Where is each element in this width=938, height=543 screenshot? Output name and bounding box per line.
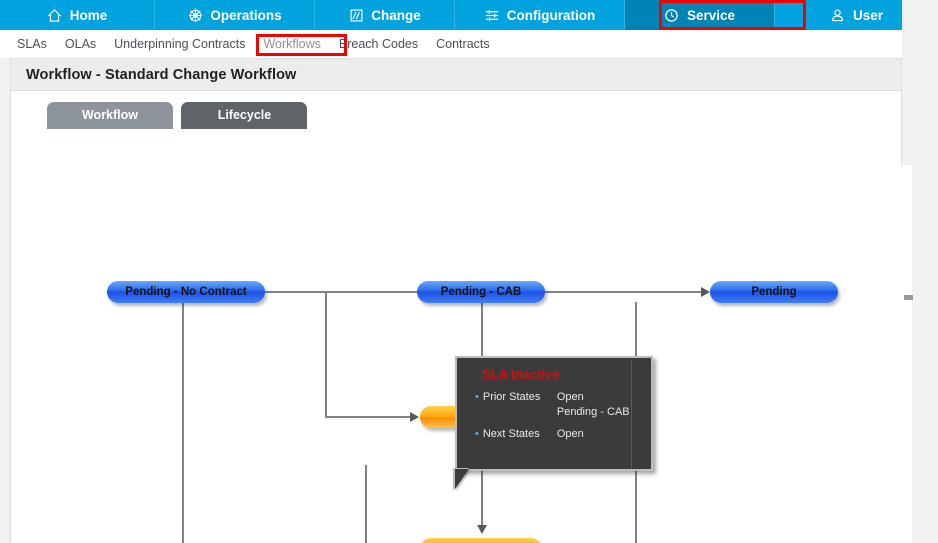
panel-header: Workflow - Standard Change Workflow [11,59,901,91]
tooltip-label-prior-states: Prior States [482,391,541,403]
workflow-node-pending-cab[interactable]: Pending - CAB [417,281,545,303]
nav-label-home: Home [69,7,108,23]
connector-pnc-to-split [265,291,417,293]
subnav-item-contracts[interactable]: Contracts [436,37,490,51]
tooltip-value: Open [556,391,584,403]
tab-workflow[interactable]: Workflow [47,102,173,129]
tooltip-inner-divider [631,360,632,469]
workflow-node-on-hold[interactable]: On Hold [420,538,542,543]
left-gutter [0,58,10,543]
nav-label-change: Change [371,7,421,23]
tooltip-tail [455,469,469,489]
nav-label-user: User [852,7,884,23]
tooltip-row-gap [475,420,651,427]
subnav-item-breach-codes[interactable]: Breach Codes [338,37,419,51]
tooltip-label-next-states: Next States [482,428,540,440]
nav-item-service[interactable]: Service [625,0,775,30]
main-navigation-bar: Home Operations Change [0,0,938,30]
connector-cab-down [481,302,483,397]
connector-split-to-open [325,416,411,418]
tab-lifecycle[interactable]: Lifecycle [181,102,308,129]
nav-item-operations[interactable]: Operations [155,0,315,30]
home-icon [47,7,63,23]
nav-item-user[interactable]: User [775,0,938,30]
workflow-node-pending[interactable]: Pending [710,281,838,303]
nav-label-operations: Operations [210,7,282,23]
nav-item-configuration[interactable]: Configuration [455,0,625,30]
arrowhead-to-pending [701,287,710,297]
workflow-node-pending-no-contract[interactable]: Pending - No Contract [107,281,265,303]
tooltip-row-next-states: • Next States Open [475,427,651,442]
tooltip-values-prior-states: Open Pending - CAB [557,390,630,420]
connector-pnc-down [182,302,184,543]
bullet-icon: • [475,428,479,440]
state-tooltip: SLA Inactive • Prior States Open Pending… [453,356,653,491]
clock-icon [664,7,680,23]
tooltip-title: SLA Inactive [482,367,560,382]
nav-item-change[interactable]: Change [315,0,455,30]
node-label: Pending - No Contract [125,286,247,298]
nav-item-home[interactable]: Home [0,0,155,30]
person-icon [830,7,846,23]
connector-cab-to-pending [545,291,703,293]
bullet-icon: • [475,391,479,403]
sub-navigation-bar: SLAs OLAs Underpinning Contracts Workflo… [0,30,938,58]
nav-label-service: Service [686,7,736,23]
subnav-item-underpinning-contracts[interactable]: Underpinning Contracts [114,37,246,51]
arrowhead-to-onhold [477,525,487,534]
node-label: Pending [751,286,797,298]
tooltip-values-next-states: Open [557,427,584,442]
tooltip-body: • Prior States Open Pending - CAB • Next… [457,382,651,442]
vertical-scrollbar-thumb[interactable] [904,295,913,300]
connector-left-branch [365,465,367,543]
subnav-item-slas[interactable]: SLAs [17,37,47,51]
tab-bar: Workflow Lifecycle [11,102,901,129]
connector-split-down [325,291,327,417]
tooltip-value: Open [556,428,584,440]
wheel-icon [187,7,203,23]
subnav-item-workflows[interactable]: Workflows [263,37,321,51]
tooltip-row-prior-states: • Prior States Open Pending - CAB [475,390,651,420]
connector-open-down [481,428,483,526]
node-label: Pending - CAB [440,286,522,298]
subnav-item-olas[interactable]: OLAs [64,37,97,51]
arrowhead-to-open [410,412,419,422]
page-title: Workflow - Standard Change Workflow [26,66,297,83]
nav-label-configuration: Configuration [506,7,596,23]
tooltip-value: Pending - CAB [556,406,630,418]
change-chart-icon [348,7,364,23]
sliders-icon [484,7,500,23]
